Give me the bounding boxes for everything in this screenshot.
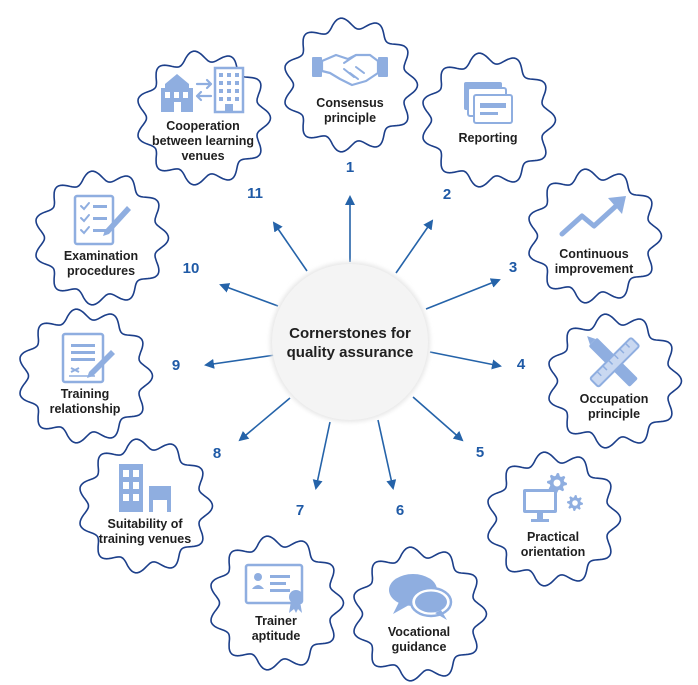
center-title-line2: quality assurance [287, 344, 414, 361]
nodes-layer: ConsensusprincipleReportingContinuousimp… [19, 17, 683, 682]
node-number-7: 7 [296, 502, 304, 519]
node-11-label-line: between learning [152, 134, 254, 148]
node-number-9: 9 [172, 357, 180, 374]
node-11-label-line: venues [181, 149, 224, 163]
node-3-label-line: Continuous [559, 247, 628, 261]
arrow-3 [425, 278, 501, 310]
arrows-layer [204, 195, 502, 490]
node-7-label-line: aptitude [252, 629, 301, 643]
node-number-10: 10 [183, 260, 200, 277]
node-4-label-line: Occupation [580, 392, 649, 406]
checklist-icon [73, 194, 131, 246]
node-8-label-line: training venues [99, 532, 191, 546]
node-2-label-line: Reporting [458, 131, 517, 145]
node-number-8: 8 [213, 445, 221, 462]
node-5-label-line: orientation [521, 545, 586, 559]
node-9-label-line: Training [61, 387, 110, 401]
node-1-label-line: principle [324, 111, 376, 125]
building-chair-icon [119, 464, 171, 512]
node-11-label-line: Cooperation [166, 119, 240, 133]
node-2: Reporting [422, 52, 557, 188]
node-number-6: 6 [396, 502, 404, 519]
numbers-layer: 1 2 3 4 5 6 7 8 9 10 11 [172, 159, 526, 519]
node-number-4: 4 [517, 356, 526, 373]
buildings-exchange-icon [161, 66, 245, 114]
node-1-label-line: Consensus [316, 96, 383, 110]
node-6-label-line: Vocational [388, 625, 450, 639]
node-7-label-line: Trainer [255, 614, 297, 628]
node-outline-5 [487, 451, 622, 587]
node-6-label-line: guidance [392, 640, 447, 654]
arrow-9 [204, 354, 276, 369]
node-outline-3 [528, 168, 663, 304]
center-circle: Cornerstones for quality assurance [270, 262, 430, 422]
tools-icon [587, 336, 640, 388]
monitor-gears-icon [523, 473, 583, 522]
arrow-2 [395, 219, 434, 274]
node-9-label-line: relationship [50, 402, 121, 416]
handshake-icon [312, 53, 388, 87]
trend-arrow-icon [559, 196, 626, 237]
node-3-label-line: improvement [555, 262, 634, 276]
node-outline-4 [548, 313, 683, 449]
node-4-label-line: principle [588, 407, 640, 421]
arrow-5 [412, 396, 464, 442]
center-title-line1: Cornerstones for [289, 325, 411, 342]
node-number-2: 2 [443, 186, 451, 203]
node-outline-8 [79, 438, 214, 574]
arrow-8 [238, 397, 291, 442]
node-5-label-line: Practical [527, 530, 579, 544]
node-10-label-line: procedures [67, 264, 135, 278]
node-outline-11 [137, 50, 272, 186]
node-number-11: 11 [247, 185, 263, 202]
arrow-7 [312, 421, 331, 490]
report-cards-icon [464, 82, 513, 124]
node-10-label-line: Examination [64, 249, 138, 263]
arrow-10 [219, 283, 279, 307]
arrow-6 [377, 419, 397, 490]
node-8-label-line: Suitability of [108, 517, 184, 531]
arrow-4 [429, 351, 502, 370]
node-number-1: 1 [346, 159, 354, 176]
certificate-icon [244, 563, 304, 613]
node-number-3: 3 [509, 259, 517, 276]
node-number-5: 5 [476, 444, 484, 461]
contract-icon [61, 332, 115, 384]
arrow-11 [272, 221, 308, 272]
speech-bubbles-icon [389, 574, 453, 620]
